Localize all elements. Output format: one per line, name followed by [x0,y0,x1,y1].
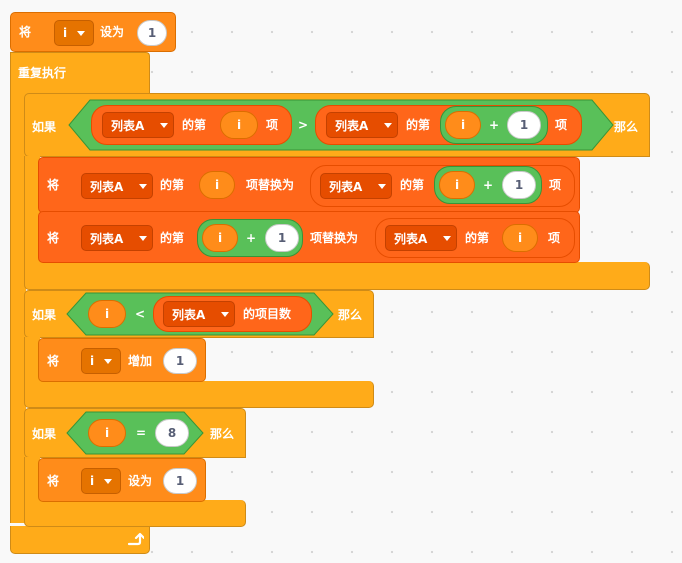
then-keyword: 那么 [210,427,235,441]
chevron-down-icon [139,184,147,189]
list-name: 列表A [90,231,124,246]
then-keyword: 那么 [338,308,363,322]
replace-item-block[interactable]: 将 列表A 的第 i + 1 项替换为 列表A 的第 i 项 [38,211,580,263]
replace-with-label: 项替换为 [310,231,359,245]
item-suffix: 项 [549,178,562,192]
then-keyword: 那么 [614,120,639,134]
variable-name: i [90,474,95,488]
list-name: 列表A [172,307,206,322]
comparison-operator: > [298,118,309,132]
variable-reporter[interactable]: i [88,300,126,328]
item-suffix: 项 [266,118,279,132]
block-keyword: 将 [47,231,60,245]
chevron-down-icon [139,236,147,241]
if-block-2-arm [24,337,40,383]
number-input[interactable]: 8 [155,419,189,447]
item-prefix: 的第 [465,231,490,245]
if-block-3-bottom [24,500,246,527]
list-dropdown[interactable]: 列表A [320,173,392,199]
chevron-down-icon [104,479,112,484]
block-keyword: 将 [19,25,32,39]
plus-sign: + [489,118,500,132]
set-variable-block[interactable]: 将 i 设为 1 [38,458,206,502]
item-suffix: 项 [548,231,561,245]
number-input[interactable]: 1 [265,224,299,252]
value-input[interactable]: 1 [137,20,167,46]
chevron-down-icon [378,184,386,189]
value-input[interactable]: 1 [163,348,197,374]
if-keyword: 如果 [32,427,57,441]
change-variable-block[interactable]: 将 i 增加 1 [38,338,206,382]
comparison-operator: < [135,307,146,321]
if-block-1-bottom [24,262,650,290]
forever-label: 重复执行 [18,66,67,80]
chevron-down-icon [77,31,85,36]
plus-sign: + [483,178,494,192]
variable-reporter[interactable]: i [202,224,238,252]
variable-dropdown[interactable]: i [54,20,94,46]
if-block-2-bottom [24,381,374,408]
chevron-down-icon [104,359,112,364]
list-dropdown[interactable]: 列表A [102,112,174,138]
if-keyword: 如果 [32,308,57,322]
list-dropdown[interactable]: 列表A [163,301,235,327]
variable-name: i [90,354,95,368]
item-prefix: 的第 [406,118,431,132]
list-name: 列表A [394,231,428,246]
list-length-label: 的项目数 [243,307,292,321]
chevron-down-icon [160,123,168,128]
block-keyword: 将 [47,354,60,368]
replace-with-label: 项替换为 [246,178,295,192]
chevron-down-icon [221,312,229,317]
item-prefix: 的第 [182,118,207,132]
block-operator-label: 增加 [128,354,153,368]
variable-reporter[interactable]: i [220,111,258,139]
item-prefix: 的第 [160,231,185,245]
block-keyword: 将 [47,178,60,192]
if-block-1-arm [24,156,40,264]
if-keyword: 如果 [32,120,57,134]
variable-reporter[interactable]: i [439,171,475,199]
block-operator-label: 设为 [128,474,153,488]
chevron-down-icon [443,236,451,241]
replace-item-block[interactable]: 将 列表A 的第 i 项替换为 列表A 的第 i + 1 项 [38,157,580,213]
number-input[interactable]: 1 [502,171,536,199]
comparison-operator: = [136,426,147,440]
plus-sign: + [246,231,257,245]
list-name: 列表A [329,179,363,194]
variable-reporter[interactable]: i [88,419,126,447]
list-name: 列表A [90,179,124,194]
variable-dropdown[interactable]: i [81,468,121,494]
block-operator-label: 设为 [100,25,125,39]
forever-block-arm [10,93,26,523]
variable-reporter[interactable]: i [502,224,538,252]
set-variable-block[interactable]: 将 i 设为 1 [10,12,176,52]
item-prefix: 的第 [400,178,425,192]
chevron-down-icon [384,123,392,128]
variable-reporter[interactable]: i [445,111,481,139]
list-name: 列表A [335,118,369,133]
variable-name: i [63,26,68,40]
number-input[interactable]: 1 [507,111,541,139]
list-dropdown[interactable]: 列表A [385,225,457,251]
list-dropdown[interactable]: 列表A [326,112,398,138]
list-name: 列表A [111,118,145,133]
block-keyword: 将 [47,474,60,488]
forever-block-bottom [10,526,150,554]
if-block-3-arm [24,457,40,502]
value-input[interactable]: 1 [163,468,197,494]
variable-dropdown[interactable]: i [81,348,121,374]
item-prefix: 的第 [160,178,185,192]
forever-block-top[interactable]: 重复执行 [10,52,150,94]
list-dropdown[interactable]: 列表A [81,225,153,251]
list-dropdown[interactable]: 列表A [81,173,153,199]
variable-reporter[interactable]: i [199,171,235,199]
loop-arrow-icon [127,532,144,546]
item-suffix: 项 [555,118,568,132]
